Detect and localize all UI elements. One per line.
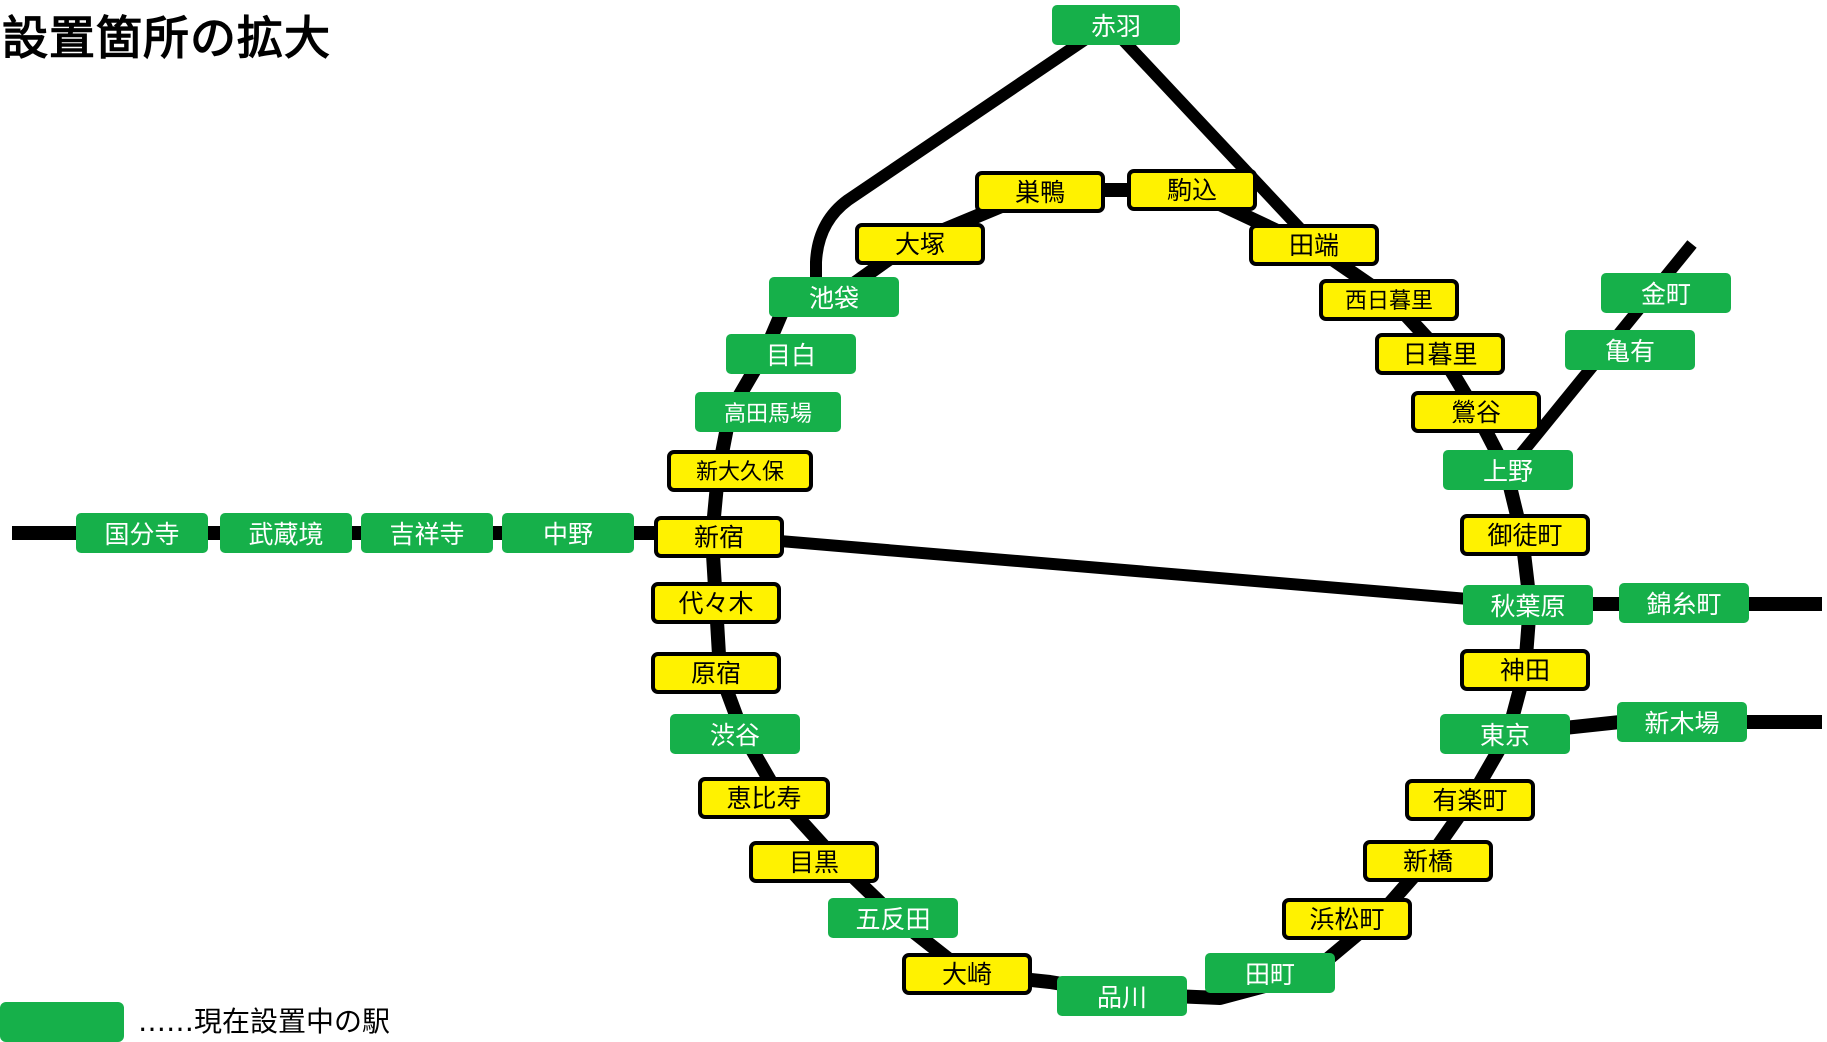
station-kokubunji[interactable]: 国分寺 [76, 513, 208, 553]
station-akabane[interactable]: 赤羽 [1052, 5, 1180, 45]
station-kanamachi[interactable]: 金町 [1601, 273, 1731, 313]
station-label: 浜松町 [1309, 905, 1384, 934]
station-tokyo[interactable]: 東京 [1440, 714, 1570, 754]
station-mejiro[interactable]: 目白 [726, 334, 856, 374]
station-label: 中野 [543, 520, 593, 549]
station-kameari[interactable]: 亀有 [1565, 330, 1695, 370]
station-label: 新大久保 [696, 460, 784, 485]
station-nakano[interactable]: 中野 [502, 513, 634, 553]
station-label: 目黒 [789, 848, 839, 877]
station-shinokubo[interactable]: 新大久保 [667, 450, 813, 492]
route-map-canvas: 赤羽 池袋 目白 高田馬場 国分寺 武蔵境 吉祥寺 中野 [12, 5, 1822, 1016]
station-hamamatsucho[interactable]: 浜松町 [1282, 898, 1412, 940]
akabane-branch [810, 16, 1327, 298]
station-label: 田町 [1245, 960, 1295, 989]
station-label: 新橋 [1403, 847, 1453, 876]
station-label: 原宿 [691, 659, 741, 688]
station-kanda[interactable]: 神田 [1460, 649, 1590, 691]
legend-dots: …… [138, 1005, 194, 1038]
station-label: 吉祥寺 [389, 520, 464, 549]
station-label: 武蔵境 [248, 520, 323, 549]
station-label: 大崎 [942, 960, 992, 989]
station-label: 新宿 [694, 523, 744, 552]
station-label: 品川 [1097, 983, 1147, 1012]
station-gotanda[interactable]: 五反田 [828, 898, 958, 938]
station-label: 五反田 [855, 905, 930, 934]
station-label: 神田 [1500, 656, 1550, 685]
station-label: 渋谷 [710, 721, 760, 750]
station-meguro[interactable]: 目黒 [749, 841, 879, 883]
station-label: 代々木 [678, 589, 753, 618]
station-label: 田端 [1289, 231, 1339, 260]
station-shimbashi[interactable]: 新橋 [1363, 840, 1493, 882]
station-komagome[interactable]: 駒込 [1127, 169, 1257, 211]
station-label: 東京 [1480, 721, 1530, 750]
station-label: 日暮里 [1402, 340, 1477, 369]
station-okachimachi[interactable]: 御徒町 [1460, 514, 1590, 556]
station-label: 亀有 [1605, 337, 1655, 366]
station-label: 西日暮里 [1345, 289, 1433, 314]
station-label: 上野 [1483, 457, 1533, 486]
station-label: 有楽町 [1432, 786, 1507, 815]
station-ueno[interactable]: 上野 [1443, 450, 1573, 490]
station-label: 鶯谷 [1451, 398, 1501, 427]
station-harajuku[interactable]: 原宿 [651, 652, 781, 694]
station-label: 恵比寿 [726, 784, 801, 813]
station-label: 御徒町 [1487, 521, 1562, 550]
station-akihabara[interactable]: 秋葉原 [1463, 585, 1593, 625]
station-takadanobaba[interactable]: 高田馬場 [695, 392, 841, 432]
station-tabata[interactable]: 田端 [1249, 224, 1379, 266]
track-lines [12, 16, 1822, 1005]
station-otsuka[interactable]: 大塚 [855, 223, 985, 265]
route-map: 赤羽 池袋 目白 高田馬場 国分寺 武蔵境 吉祥寺 中野 [0, 5, 1822, 1042]
legend-label: ……現在設置中の駅 [138, 1000, 390, 1040]
station-shinkiba[interactable]: 新木場 [1617, 702, 1747, 742]
station-kinshicho[interactable]: 錦糸町 [1619, 583, 1749, 623]
station-label: 国分寺 [104, 520, 179, 549]
page-title: 設置箇所の拡大 [2, 11, 331, 65]
station-shibuya[interactable]: 渋谷 [670, 714, 800, 754]
station-sugamo[interactable]: 巣鴨 [975, 171, 1105, 213]
legend: ……現在設置中の駅 [0, 1002, 390, 1042]
station-shinjuku[interactable]: 新宿 [654, 516, 784, 558]
station-yurakucho[interactable]: 有楽町 [1405, 779, 1535, 821]
station-label: 目白 [766, 341, 816, 370]
legend-text: 現在設置中の駅 [194, 1005, 391, 1038]
station-ebisu[interactable]: 恵比寿 [698, 777, 830, 819]
station-label: 金町 [1641, 280, 1691, 309]
station-label: 新木場 [1644, 709, 1719, 738]
station-uguisudani[interactable]: 鶯谷 [1411, 391, 1541, 433]
station-nippori[interactable]: 日暮里 [1375, 333, 1505, 375]
station-shinagawa[interactable]: 品川 [1057, 976, 1187, 1016]
station-label: 高田馬場 [724, 402, 812, 427]
chuo-line-diagonal [719, 530, 1529, 610]
station-label: 大塚 [895, 230, 945, 259]
station-yoyogi[interactable]: 代々木 [651, 582, 781, 624]
station-musashisakai[interactable]: 武蔵境 [220, 513, 352, 553]
station-label: 巣鴨 [1015, 178, 1065, 207]
station-tamachi[interactable]: 田町 [1205, 953, 1335, 993]
station-label: 赤羽 [1091, 12, 1141, 41]
station-osaki[interactable]: 大崎 [902, 953, 1032, 995]
legend-swatch-installed [0, 1002, 124, 1042]
station-label: 錦糸町 [1646, 590, 1721, 619]
station-label: 池袋 [809, 284, 859, 313]
station-nishinippori[interactable]: 西日暮里 [1319, 279, 1459, 321]
station-label: 駒込 [1167, 176, 1217, 205]
station-label: 秋葉原 [1490, 592, 1565, 621]
station-kichijoji[interactable]: 吉祥寺 [361, 513, 493, 553]
station-ikebukuro[interactable]: 池袋 [769, 277, 899, 317]
